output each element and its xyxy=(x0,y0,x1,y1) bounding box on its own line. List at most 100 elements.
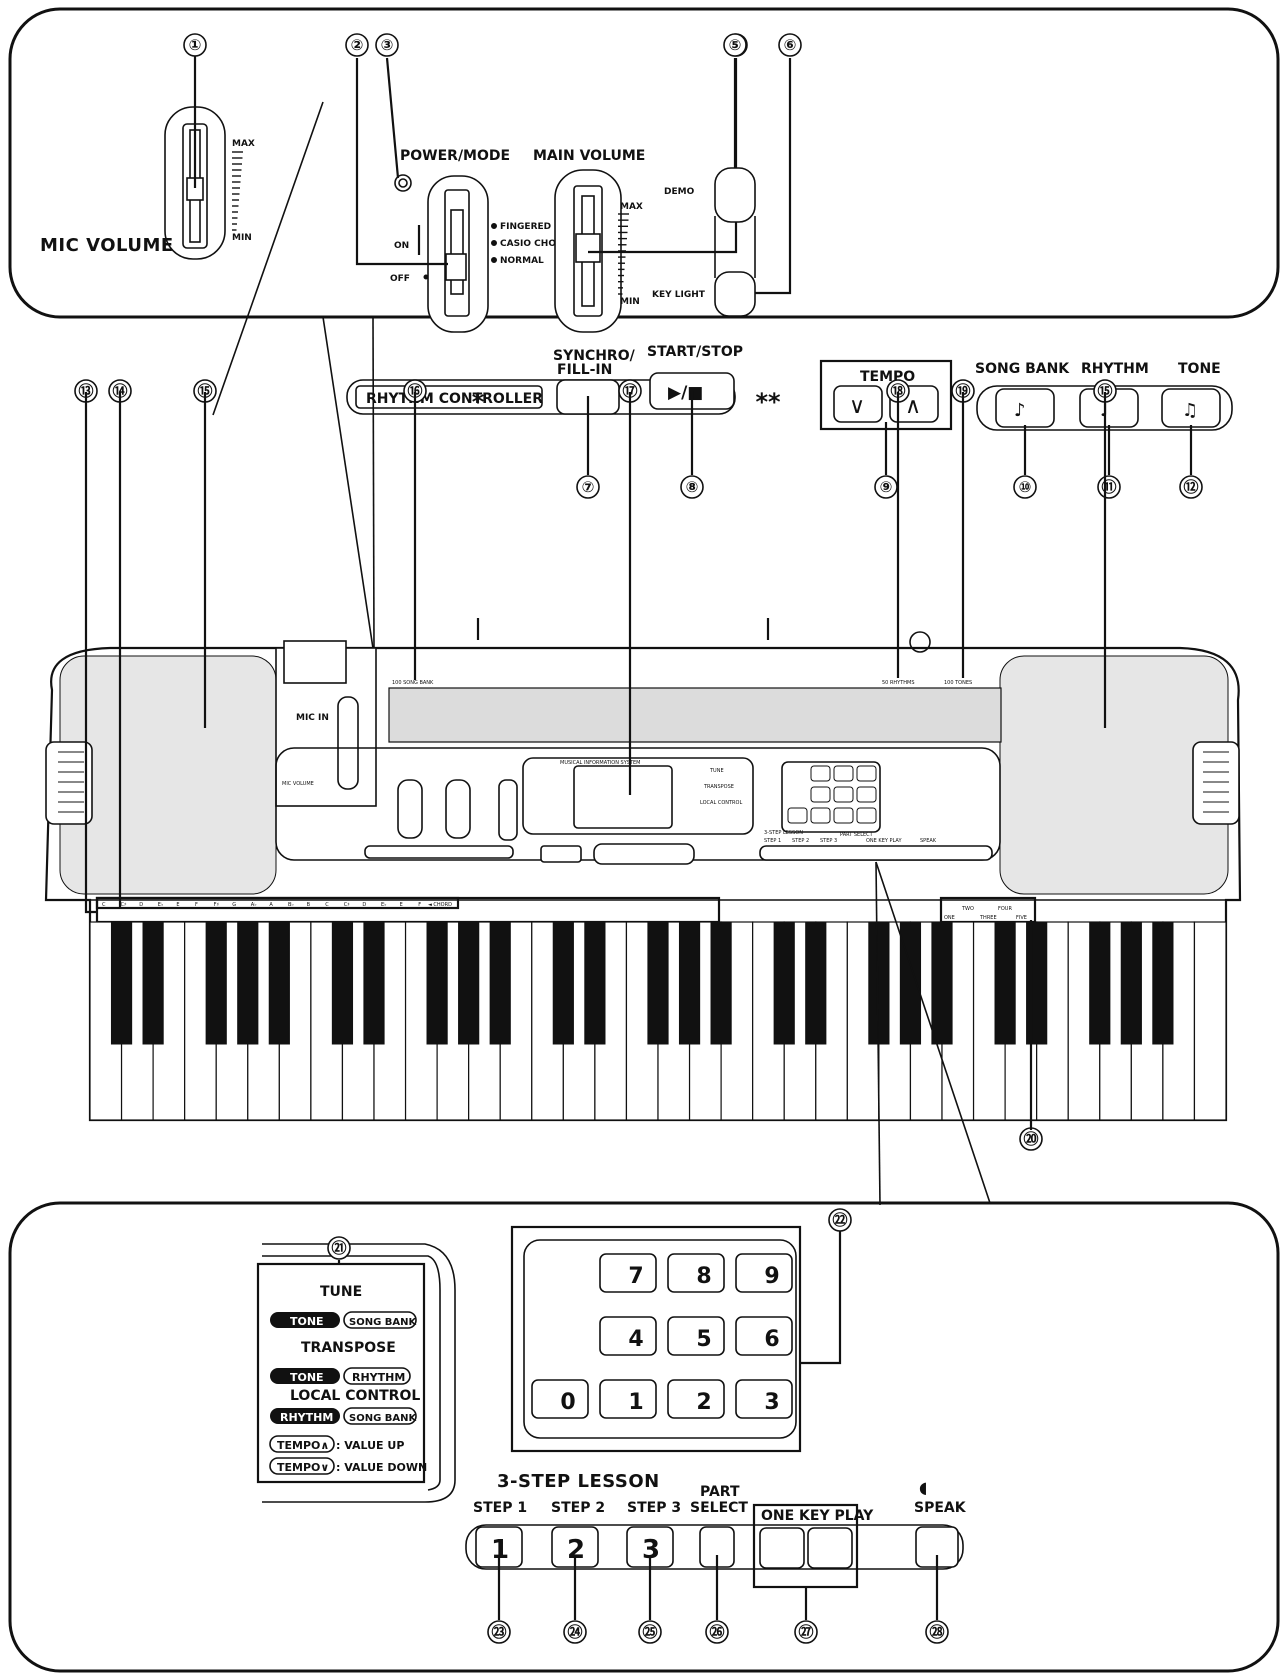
song-bank-icon: ♪ xyxy=(1014,400,1026,421)
callout-top-11-ring xyxy=(1097,475,1121,499)
start-stop-glyph: ▶/■ xyxy=(668,383,703,403)
black-key[interactable] xyxy=(110,921,133,1045)
count-label: FIVE xyxy=(1016,915,1027,921)
kb-numpad-key xyxy=(833,765,854,782)
main-volume-min: MIN xyxy=(620,297,640,307)
kb-numpad-key xyxy=(787,807,808,824)
callout-kb-11: ⑳ xyxy=(1019,1127,1043,1151)
info-tempo-up-key: TEMPO∧ xyxy=(277,1439,329,1452)
callout-top-2-ring xyxy=(345,33,369,57)
black-key[interactable] xyxy=(205,921,227,1045)
callout-kb-6-number: ⑰ xyxy=(622,382,637,400)
part-select-label-1: PART xyxy=(700,1484,740,1500)
one-key-play-label: ONE KEY PLAY xyxy=(761,1508,874,1524)
info-local-control: LOCAL CONTROL xyxy=(290,1388,420,1404)
top-detail-panel xyxy=(8,7,1280,319)
info-rhythm-2: RHYTHM xyxy=(280,1411,333,1424)
callout-bottom-7: ㉗ xyxy=(794,1620,818,1644)
lesson-label: 3-STEP LESSON xyxy=(497,1471,660,1492)
tempo-label: TEMPO xyxy=(860,369,915,385)
one-key-play-button-1[interactable] xyxy=(759,1527,805,1569)
black-key[interactable] xyxy=(426,921,448,1045)
black-key[interactable] xyxy=(805,921,827,1045)
numpad-key-7[interactable] xyxy=(599,1253,657,1293)
numpad-key-2[interactable] xyxy=(667,1379,725,1419)
main-volume-label: MAIN VOLUME xyxy=(533,148,645,164)
kb-rhythms-50: 50 RHYTHMS xyxy=(882,680,915,686)
black-key[interactable] xyxy=(458,921,480,1045)
note-name-label: C♯ xyxy=(121,902,127,908)
black-key[interactable] xyxy=(584,921,606,1045)
callout-top-3-ring xyxy=(375,33,399,57)
callout-bottom-6-number: ㉖ xyxy=(709,1623,724,1641)
black-key[interactable] xyxy=(1152,921,1174,1045)
callout-top-1-number: ① xyxy=(189,36,202,54)
numpad-key-1[interactable] xyxy=(599,1379,657,1419)
black-key[interactable] xyxy=(710,921,732,1045)
kb-lesson-bar xyxy=(759,845,993,861)
info-tune: TUNE xyxy=(320,1284,362,1300)
note-name-label: C xyxy=(102,902,106,908)
black-key[interactable] xyxy=(237,921,259,1045)
callout-kb-11-number: ⑳ xyxy=(1023,1130,1038,1148)
black-key[interactable] xyxy=(552,921,574,1045)
song-bank-label: SONG BANK xyxy=(975,361,1070,377)
callout-kb-9-number: ⑲ xyxy=(955,382,970,400)
numpad-key-5[interactable] xyxy=(667,1316,725,1356)
black-key[interactable] xyxy=(899,921,922,1045)
numpad-key-6[interactable] xyxy=(735,1316,793,1356)
callout-bottom-6: ㉖ xyxy=(705,1620,729,1644)
note-name-label: E xyxy=(400,902,403,908)
numpad-key-0[interactable] xyxy=(531,1379,589,1419)
numpad-key-7-label: 7 xyxy=(628,1264,643,1289)
numpad-key-9[interactable] xyxy=(735,1253,793,1293)
black-key[interactable] xyxy=(268,921,290,1045)
black-key[interactable] xyxy=(1089,921,1111,1045)
kb-mic-volume-label: MIC VOLUME xyxy=(282,781,314,787)
rhythm-controller-label-box xyxy=(355,385,543,409)
info-tone-2: TONE xyxy=(290,1371,324,1384)
black-key[interactable] xyxy=(773,921,795,1045)
tempo-down-button[interactable] xyxy=(833,385,883,423)
chord-label: ◄ CHORD xyxy=(428,902,452,908)
black-key[interactable] xyxy=(1026,921,1048,1045)
black-key[interactable] xyxy=(678,921,701,1045)
key-light-button[interactable] xyxy=(714,271,756,317)
numpad-key-4[interactable] xyxy=(599,1316,657,1356)
numpad-key-1-label: 1 xyxy=(628,1390,643,1415)
callout-kb-7: ** xyxy=(755,388,781,416)
callout-top-10-ring xyxy=(1013,475,1037,499)
piano-keys[interactable] xyxy=(89,921,1227,1121)
callout-bottom-3: ㉓ xyxy=(487,1620,511,1644)
chord-strip-box xyxy=(95,896,460,910)
black-key[interactable] xyxy=(489,921,511,1045)
black-key[interactable] xyxy=(994,921,1016,1045)
callout-bottom-7-number: ㉗ xyxy=(798,1623,813,1641)
info-value-up: : VALUE UP xyxy=(336,1439,404,1452)
info-song-bank-1: SONG BANK xyxy=(349,1317,417,1328)
black-key[interactable] xyxy=(331,921,354,1045)
callout-top-10: ⑩ xyxy=(1013,475,1037,499)
callout-kb-1: ⑬ xyxy=(74,379,98,403)
one-key-play-button-2[interactable] xyxy=(807,1527,853,1569)
black-key[interactable] xyxy=(931,921,953,1045)
black-key[interactable] xyxy=(647,921,669,1045)
mic-volume-max: MAX xyxy=(232,139,255,149)
lcd-screen xyxy=(573,765,673,829)
tempo-down-glyph: ∨ xyxy=(849,394,865,419)
black-key[interactable] xyxy=(363,921,385,1045)
keyboard-body xyxy=(44,646,1242,1122)
mic-volume-slider[interactable] xyxy=(164,55,226,260)
black-key[interactable] xyxy=(1120,921,1142,1045)
kb-mic-volume-slider[interactable] xyxy=(337,696,359,790)
black-key[interactable] xyxy=(868,921,890,1045)
black-key[interactable] xyxy=(142,921,164,1045)
callout-top-9-number: ⑨ xyxy=(880,478,893,496)
demo-button[interactable] xyxy=(714,167,756,223)
numpad-key-3[interactable] xyxy=(735,1379,793,1419)
display-window xyxy=(388,687,1002,743)
numpad-key-8[interactable] xyxy=(667,1253,725,1293)
power-mode-switch[interactable] xyxy=(427,175,489,333)
white-key[interactable] xyxy=(1193,921,1227,1121)
numpad-key-6-label: 6 xyxy=(764,1327,779,1352)
